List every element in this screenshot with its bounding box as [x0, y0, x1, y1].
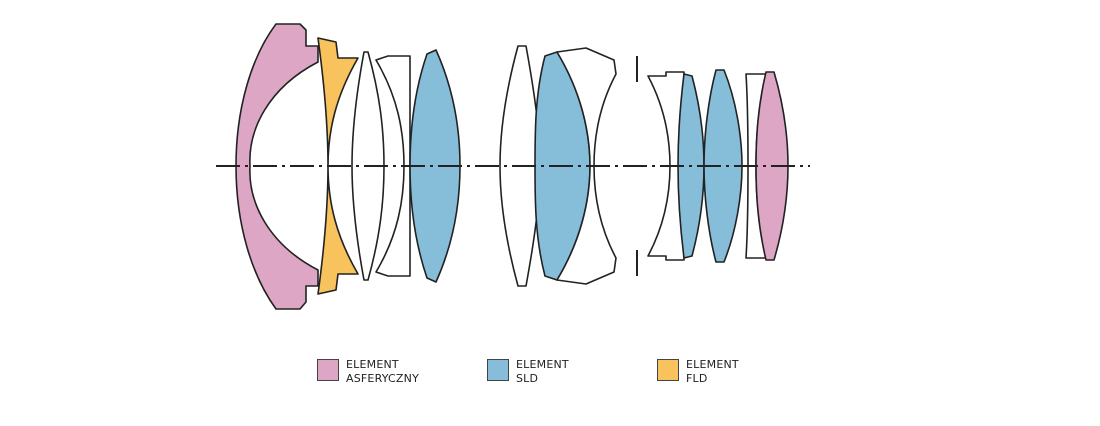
legend-item-fld: ELEMENT FLD: [657, 358, 739, 386]
lens-element-8: [556, 47, 617, 285]
legend-swatch-sld: [487, 359, 509, 381]
legend-label-line1: ELEMENT: [516, 358, 569, 371]
legend-label-line1: ELEMENT: [346, 358, 399, 371]
lens-element-11-sld: [703, 69, 743, 263]
lens-element-1-aspherical: [235, 23, 319, 310]
legend-item-sld: ELEMENT SLD: [487, 358, 569, 386]
legend-item-aspherical: ELEMENT ASFERYCZNY: [317, 358, 419, 386]
lens-element-5-sld: [409, 49, 461, 283]
legend-label-line1: ELEMENT: [686, 358, 739, 371]
legend-label-line2: SLD: [516, 372, 539, 385]
lens-element-9: [647, 71, 685, 261]
legend-swatch-fld: [657, 359, 679, 381]
legend-label-line2: FLD: [686, 372, 708, 385]
lens-element-4: [375, 55, 411, 277]
lens-element-2-fld: [317, 37, 359, 295]
legend-label-line2: ASFERYCZNY: [346, 372, 420, 385]
legend-swatch-aspherical: [317, 359, 339, 381]
